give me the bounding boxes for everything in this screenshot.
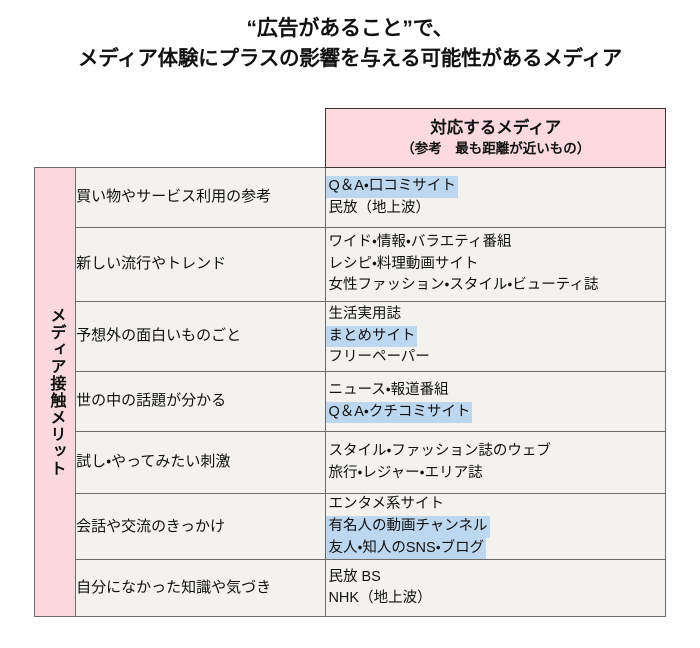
merit-cell: 自分になかった知識や気づき — [75, 559, 327, 618]
media-item-highlighted: 友人・知人のSNS・ブログ — [326, 537, 487, 560]
media-item: 女性ファッション・スタイル・ビューティ誌 — [328, 277, 599, 294]
page-title: “広告があること”で、 メディア体験にプラスの影響を与える可能性があるメディア — [0, 0, 700, 73]
media-cell: ニュース・報道番組 Q＆A・クチコミサイト — [325, 371, 666, 432]
column-header-media-title: 対応するメディア — [430, 119, 562, 138]
media-cell: エンタメ系サイト有名人の動画チャンネル友人・知人のSNS・ブログ — [325, 492, 666, 561]
media-cell: 生活実用誌まとめサイトフリーペーパー — [325, 301, 666, 372]
table-header-row: 対応するメディア （参考 最も距離が近いもの） — [35, 108, 666, 168]
column-header-media-sub: （参考 最も距離が近いもの） — [401, 141, 591, 157]
media-cell: Q＆A・口コミサイト民放（地上波） — [325, 167, 666, 228]
media-item: レシピ・料理動画サイト — [328, 255, 479, 272]
header-corner-blank-2 — [76, 109, 326, 168]
media-item: フリーペーパー — [328, 349, 430, 366]
table-row: 予想外の面白いものごと生活実用誌まとめサイトフリーペーパー — [35, 301, 666, 372]
media-item: 民放 BS — [328, 568, 381, 585]
table-row: 会話や交流のきっかけエンタメ系サイト有名人の動画チャンネル友人・知人のSNS・ブ… — [35, 492, 666, 561]
media-item: スタイル・ファッション誌のウェブ — [328, 442, 551, 459]
media-item: ワイド・情報・バラエティ番組 — [328, 233, 512, 250]
merit-cell: 新しい流行やトレンド — [75, 227, 327, 302]
media-cell: 民放 BS NHK（地上波） — [325, 559, 666, 618]
merit-cell: 予想外の面白いものごと — [75, 301, 327, 372]
page-title-line-2: メディア体験にプラスの影響を与える可能性があるメディア — [77, 46, 623, 70]
media-item: NHK（地上波） — [328, 590, 432, 607]
header-corner-blank — [35, 109, 76, 168]
media-item: ニュース・報道番組 — [328, 381, 449, 398]
media-item-highlighted: Q＆A・クチコミサイト — [326, 401, 473, 424]
media-cell: ワイド・情報・バラエティ番組レシピ・料理動画サイト女性ファッション・スタイル・ビ… — [325, 227, 666, 302]
media-benefit-table: 対応するメディア （参考 最も距離が近いもの） メディア接触メリット 買い物やサー… — [33, 108, 666, 618]
media-item: 民放（地上波） — [328, 199, 430, 216]
media-item-highlighted: Q＆A・口コミサイト — [326, 175, 458, 198]
media-item: 生活実用誌 — [328, 305, 401, 322]
merit-cell: 買い物やサービス利用の参考 — [75, 167, 327, 228]
axis-label-text: メディア接触メリット — [47, 307, 65, 478]
merit-cell: 試し・やってみたい刺激 — [75, 431, 327, 494]
media-cell: スタイル・ファッション誌のウェブ旅行・レジャー・エリア誌 — [325, 431, 666, 494]
merit-cell: 世の中の話題が分かる — [75, 371, 327, 432]
table-row: 世の中の話題が分かるニュース・報道番組 Q＆A・クチコミサイト — [35, 371, 666, 432]
media-item: 旅行・レジャー・エリア誌 — [328, 464, 483, 481]
page-title-line-1: “広告があること”で、 — [246, 17, 454, 40]
media-item-highlighted: まとめサイト — [326, 325, 418, 348]
table-row: 自分になかった知識や気づき民放 BS NHK（地上波） — [35, 559, 666, 618]
table-row: 新しい流行やトレンドワイド・情報・バラエティ番組レシピ・料理動画サイト女性ファッ… — [35, 227, 666, 302]
column-header-media: 対応するメディア （参考 最も距離が近いもの） — [325, 108, 666, 168]
media-item-highlighted: 有名人の動画チャンネル — [326, 515, 490, 538]
table-row: 試し・やってみたい刺激スタイル・ファッション誌のウェブ旅行・レジャー・エリア誌 — [35, 431, 666, 494]
merit-cell: 会話や交流のきっかけ — [75, 492, 327, 561]
media-item: エンタメ系サイト — [328, 496, 445, 512]
axis-label-cell: メディア接触メリット — [33, 166, 77, 618]
